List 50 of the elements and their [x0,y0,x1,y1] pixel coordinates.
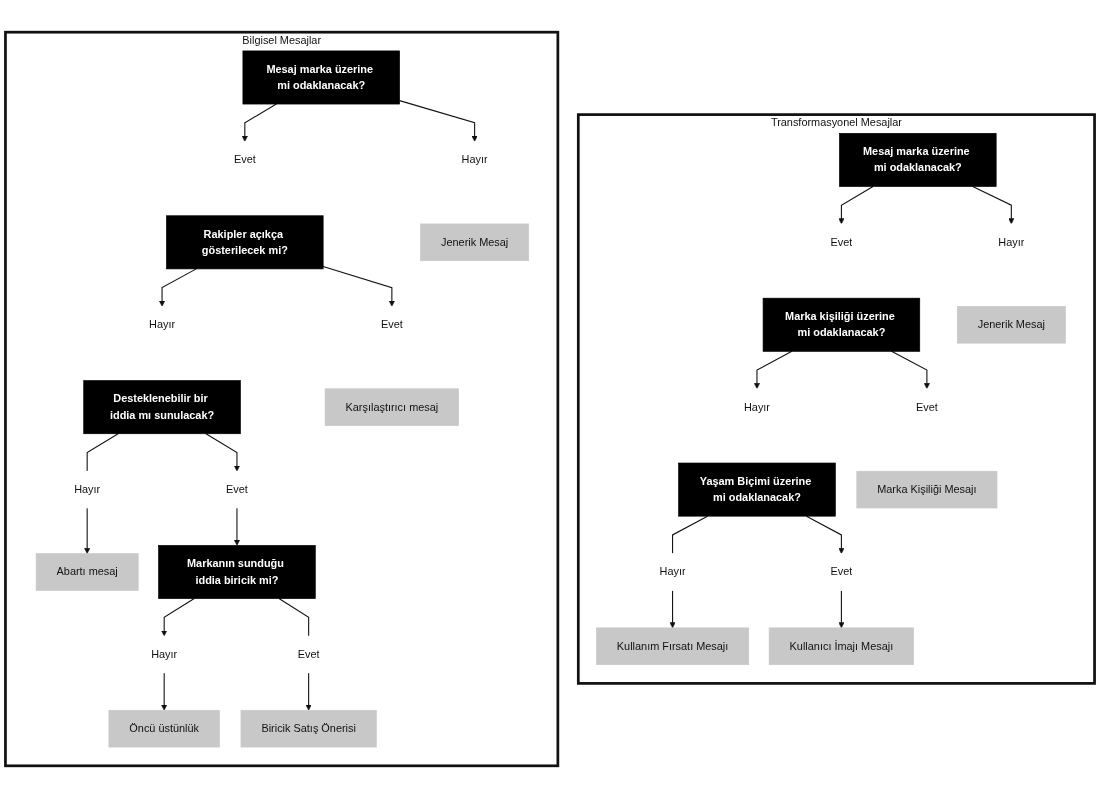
node-text: Evet [297,648,320,660]
node-text: Hayır [461,153,488,166]
arrow [84,507,91,554]
node-box: Mesaj marka üzerine mi odaklanacak? [839,133,997,187]
node-box: Marka Kişiliği Mesajı [856,470,998,509]
node-box: Öncü üstünlük [108,709,220,748]
arrow [399,100,478,142]
arrow [161,672,168,711]
node-box: Marka kişiliği üzerine mi odaklanacak? [762,297,921,352]
node-box: Yaşam Biçimi üzerine mi odaklanacak? [678,462,836,517]
node-text: Evet [233,153,256,166]
node-text: Hayır [149,318,176,331]
node-text: Evet [830,565,853,578]
node-box: Markanın sunduğu iddia biricik mi? [158,545,316,599]
arrow [972,185,1015,225]
connector [672,515,709,555]
node-text: Evet [380,318,403,331]
arrow [161,598,195,637]
node-text: Hayır [74,483,101,496]
node-text: Hayır [151,648,178,660]
node-box: Mesaj marka üzerine mi odaklanacak? [242,50,400,105]
arrow [322,265,395,307]
node-text: Hayır [659,565,686,578]
arrow [241,103,277,142]
arrow [891,350,930,390]
arrow [838,185,874,225]
node-box: Desteklenebilir bir iddia mı sunulacak? [83,380,241,435]
node-text: Evet [915,401,938,413]
node-box: Biricik Satış Önerisi [240,709,377,748]
node-box: Jenerik Mesaj [956,306,1066,344]
node-box: Karşılaştırıcı mesaj [324,388,459,426]
arrow [305,672,312,711]
node-box: Kullanıcı İmajı Mesajı [768,627,914,665]
arrow [754,350,793,390]
arrow [805,515,845,554]
arrow [838,589,845,629]
arrow [669,589,676,629]
connector [86,433,119,472]
arrow [159,268,197,307]
node-text: Evet [830,236,853,248]
node-box: Jenerik Mesaj [420,223,530,262]
node-box: Rakipler açıkça gösterilecek mi? [166,215,324,270]
arrow [205,433,240,472]
node-box: Kullanım Fırsatı Mesajı [596,627,750,665]
node-box: Abartı mesaj [35,553,139,591]
connector [278,598,310,637]
node-text: Hayır [743,401,771,413]
node-text: Hayır [998,236,1025,248]
arrow [233,507,240,546]
node-text: Evet [226,483,248,496]
